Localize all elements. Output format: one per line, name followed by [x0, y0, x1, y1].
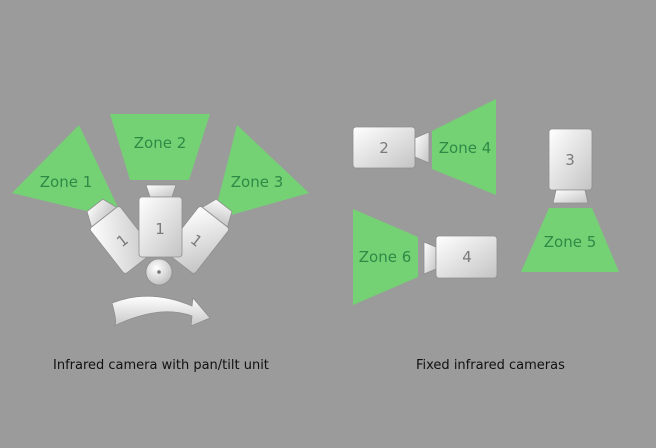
zone-6-label: Zone 6 [359, 248, 412, 266]
camera-4: 4 [423, 235, 498, 279]
zone-1-label: Zone 1 [40, 173, 93, 191]
camera-2: 2 [352, 126, 430, 169]
camera-body [435, 235, 498, 279]
lens-shape [552, 189, 589, 204]
zone-3-label: Zone 3 [231, 173, 284, 191]
lens-shape [145, 184, 177, 198]
lens-shape [414, 131, 430, 164]
zone-5-shape [521, 208, 619, 272]
zone-4-label: Zone 4 [439, 139, 492, 157]
camera-1-center-label: 1 [155, 220, 165, 238]
fixed-cameras-caption: Fixed infrared cameras [416, 358, 565, 373]
pivot-dot [157, 270, 161, 274]
camera-body [138, 196, 183, 258]
zone-5-label: Zone 5 [544, 233, 597, 251]
camera-3: 3 [548, 128, 593, 204]
pan-arrow-icon [111, 295, 211, 327]
lens-shape [423, 241, 437, 275]
zone-2-label: Zone 2 [134, 134, 187, 152]
zone-4-shape [432, 99, 496, 195]
fixed-cameras-group: 2 Zone 4 3 Zone 5 Zone 6 4 [352, 99, 619, 305]
zone-6-shape [353, 209, 418, 305]
pan-tilt-group: Zone 1 Zone 2 Zone 3 1 1 1 [12, 114, 309, 327]
camera-3-label: 3 [565, 151, 575, 169]
camera-4-label: 4 [462, 248, 472, 266]
camera-1-center: 1 [138, 184, 183, 258]
zone-2-shape [110, 114, 210, 180]
zone-3-shape [213, 125, 309, 220]
camera-1-left: 1 [86, 198, 155, 274]
camera-2-label: 2 [379, 139, 389, 157]
pan-tilt-caption: Infrared camera with pan/tilt unit [53, 358, 269, 373]
zone-1-shape [12, 125, 124, 220]
camera-body [89, 206, 155, 274]
